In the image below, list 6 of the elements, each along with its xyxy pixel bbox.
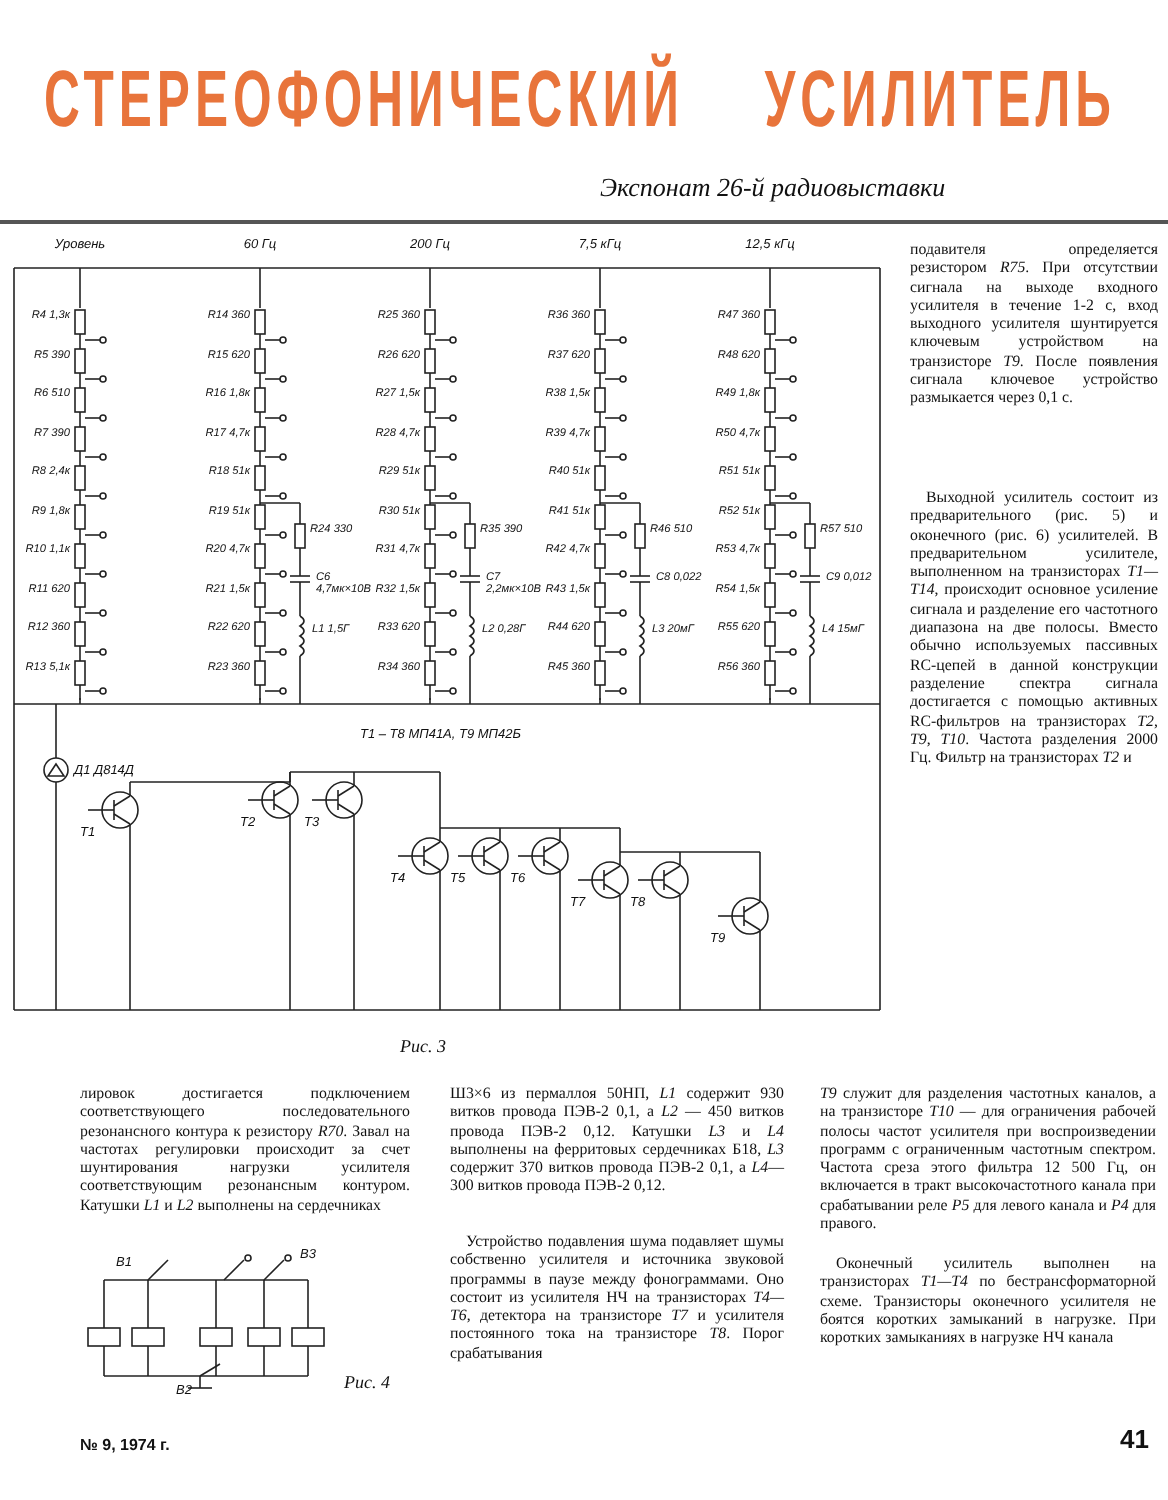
figure-caption: Рис. 3 (400, 1036, 446, 1056)
page-title: СТЕРЕОФОНИЧЕСКИЙ УСИЛИТЕЛЬ (44, 56, 1116, 144)
subtitle: Экспонат 26-й радиовыставки (600, 172, 946, 204)
issue-info: № 9, 1974 г. (80, 1436, 170, 1454)
figure-caption: Рис. 4 (344, 1372, 390, 1392)
page-number: 41 (1120, 1424, 1149, 1454)
